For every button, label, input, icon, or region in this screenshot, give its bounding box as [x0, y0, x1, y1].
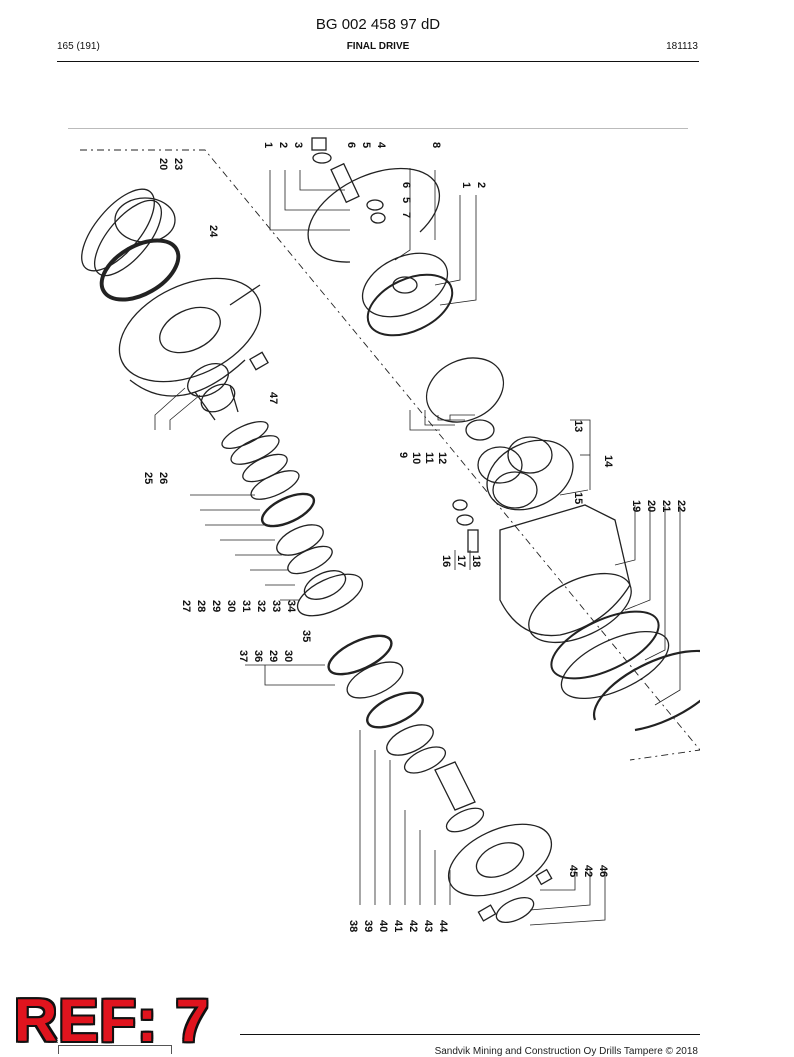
- part-callout: 1: [460, 182, 472, 188]
- part-callout: 14: [602, 455, 614, 468]
- leader-lines: [154, 168, 681, 926]
- bolt-set: [452, 499, 479, 553]
- part-callout: 5: [360, 142, 372, 148]
- part-callout: 20: [645, 500, 657, 512]
- planet-gear-set: [425, 357, 574, 511]
- header-rule: [57, 61, 699, 62]
- part-callout: 2: [475, 182, 487, 188]
- part-callout: 9: [397, 452, 409, 458]
- part-callout: 45: [567, 865, 579, 877]
- figure-top-rule: [68, 128, 688, 129]
- part-callout: 5: [400, 197, 412, 203]
- part-callout: 30: [225, 600, 237, 612]
- part-callout: 25: [142, 472, 154, 484]
- part-callout: 6: [400, 182, 412, 188]
- part-callout: 29: [210, 600, 222, 612]
- part-callout: 3: [292, 142, 304, 148]
- gear-shaft: [187, 362, 239, 421]
- part-callout: 37: [237, 650, 249, 662]
- doc-title: BG 002 458 97 dD: [315, 16, 441, 33]
- hub-bearing: [81, 188, 176, 277]
- part-callout: 42: [582, 865, 594, 877]
- assembly-boundary: [80, 149, 700, 761]
- bolt-47: [249, 351, 269, 371]
- output-shaft: [434, 761, 485, 833]
- part-callout: 18: [470, 555, 482, 567]
- part-callout: 32: [255, 600, 267, 612]
- part-callout: 39: [362, 920, 374, 932]
- part-callout: 28: [195, 600, 207, 612]
- part-callout: 31: [240, 600, 252, 612]
- part-callout: 23: [172, 158, 184, 170]
- seal-ring: [99, 238, 181, 302]
- part-callout: 20: [157, 158, 169, 170]
- part-callout: 16: [440, 555, 452, 567]
- part-callout: 24: [207, 225, 219, 238]
- part-callout: 8: [430, 142, 442, 148]
- drawing-number: 181113: [666, 41, 698, 52]
- logo-fragment: [58, 1045, 172, 1054]
- exploded-parts-drawing: 1236548657122023244725269101112131415192…: [80, 137, 700, 933]
- part-callout: 10: [410, 452, 422, 464]
- part-callout: 21: [660, 500, 672, 512]
- part-callout: 26: [157, 472, 169, 484]
- part-callout: 30: [282, 650, 294, 662]
- part-callout: 47: [267, 392, 279, 404]
- bottom-flange: [447, 823, 553, 924]
- part-callout: 4: [375, 142, 387, 149]
- part-callout: 7: [400, 212, 412, 218]
- part-callout: 38: [347, 920, 359, 932]
- part-callout: 46: [597, 865, 609, 877]
- part-callout: 43: [422, 920, 434, 932]
- ring-gear-housing: [499, 504, 632, 644]
- part-callout: 13: [572, 420, 584, 432]
- page-number: 165 (191): [57, 41, 100, 52]
- part-callout: 35: [300, 630, 312, 642]
- part-callout: 15: [572, 492, 584, 504]
- part-callout: 6: [345, 142, 357, 148]
- part-callout: 2: [277, 142, 289, 148]
- part-callout: 11: [423, 452, 435, 464]
- part-callout: 1: [262, 142, 274, 148]
- footer-copyright: Sandvik Mining and Construction Oy Drill…: [434, 1046, 698, 1057]
- cover-plate: [307, 167, 454, 337]
- part-callout: 34: [285, 600, 297, 613]
- part-callout: 33: [270, 600, 282, 612]
- part-callout: 41: [392, 920, 404, 932]
- hub-flange: [118, 277, 262, 397]
- part-callout: 36: [252, 650, 264, 662]
- part-callout: 17: [455, 555, 467, 567]
- part-callout: 19: [630, 500, 642, 512]
- part-callout: 40: [377, 920, 389, 932]
- reference-stamp: REF: 7: [14, 987, 211, 1054]
- seal-ring-stack: [221, 421, 447, 774]
- footer-rule: [240, 1034, 700, 1035]
- part-callout: 12: [436, 452, 448, 464]
- part-callout: 29: [267, 650, 279, 662]
- part-callout: 42: [407, 920, 419, 932]
- housing-bearing: [550, 610, 700, 732]
- part-callout: 27: [180, 600, 192, 612]
- part-callout: 44: [437, 920, 449, 933]
- valve-assembly: [311, 137, 386, 224]
- part-callout: 22: [675, 500, 687, 512]
- section-title: FINAL DRIVE: [346, 41, 410, 52]
